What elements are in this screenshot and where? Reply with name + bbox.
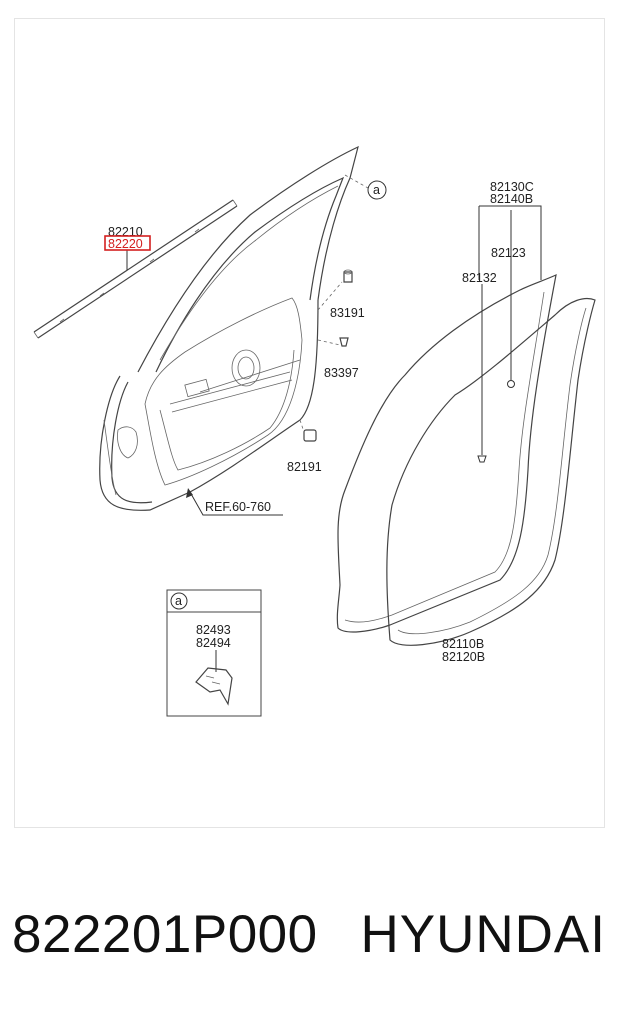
label-82130c: 82130C [490, 180, 534, 194]
label-83191: 83191 [330, 306, 365, 320]
inset-callout: a [175, 594, 182, 608]
label-82493: 82493 [196, 623, 231, 637]
label-82132: 82132 [462, 271, 497, 285]
clip-83397 [339, 337, 349, 347]
clip-83191 [343, 269, 353, 283]
label-83397: 83397 [324, 366, 359, 380]
label-82494: 82494 [196, 636, 231, 650]
highlight-box [104, 235, 151, 251]
brand-name: HYUNDAI [360, 905, 606, 964]
diagram-frame [14, 18, 605, 828]
svg-text:a: a [373, 183, 380, 197]
inset-box: a 82493 82494 [166, 589, 262, 717]
leader-82130c [478, 205, 542, 455]
label-82191: 82191 [287, 460, 322, 474]
clip-82493 [195, 667, 233, 706]
fastener-82123 [507, 380, 515, 388]
label-82120b: 82120B [442, 650, 485, 664]
ref-arrow [186, 488, 193, 498]
part-number: 822201P000 [12, 905, 318, 964]
fastener-82132 [477, 455, 487, 463]
ref-leader [189, 491, 283, 516]
body-side-weatherstrip [336, 273, 557, 633]
label-ref: REF.60-760 [205, 500, 271, 514]
belt-weatherstrip [33, 199, 238, 339]
door-side-weatherstrip [386, 297, 596, 646]
clip-82191 [303, 429, 317, 442]
front-door-shell [99, 145, 369, 511]
parts-diagram: 82210 82220 a REF.60-760 [33, 145, 596, 717]
callout-a-door: a [367, 180, 387, 200]
label-82140b: 82140B [490, 192, 533, 206]
label-82123: 82123 [491, 246, 526, 260]
label-82110b: 82110B [442, 637, 484, 651]
label-82220: 82220 [108, 237, 143, 251]
